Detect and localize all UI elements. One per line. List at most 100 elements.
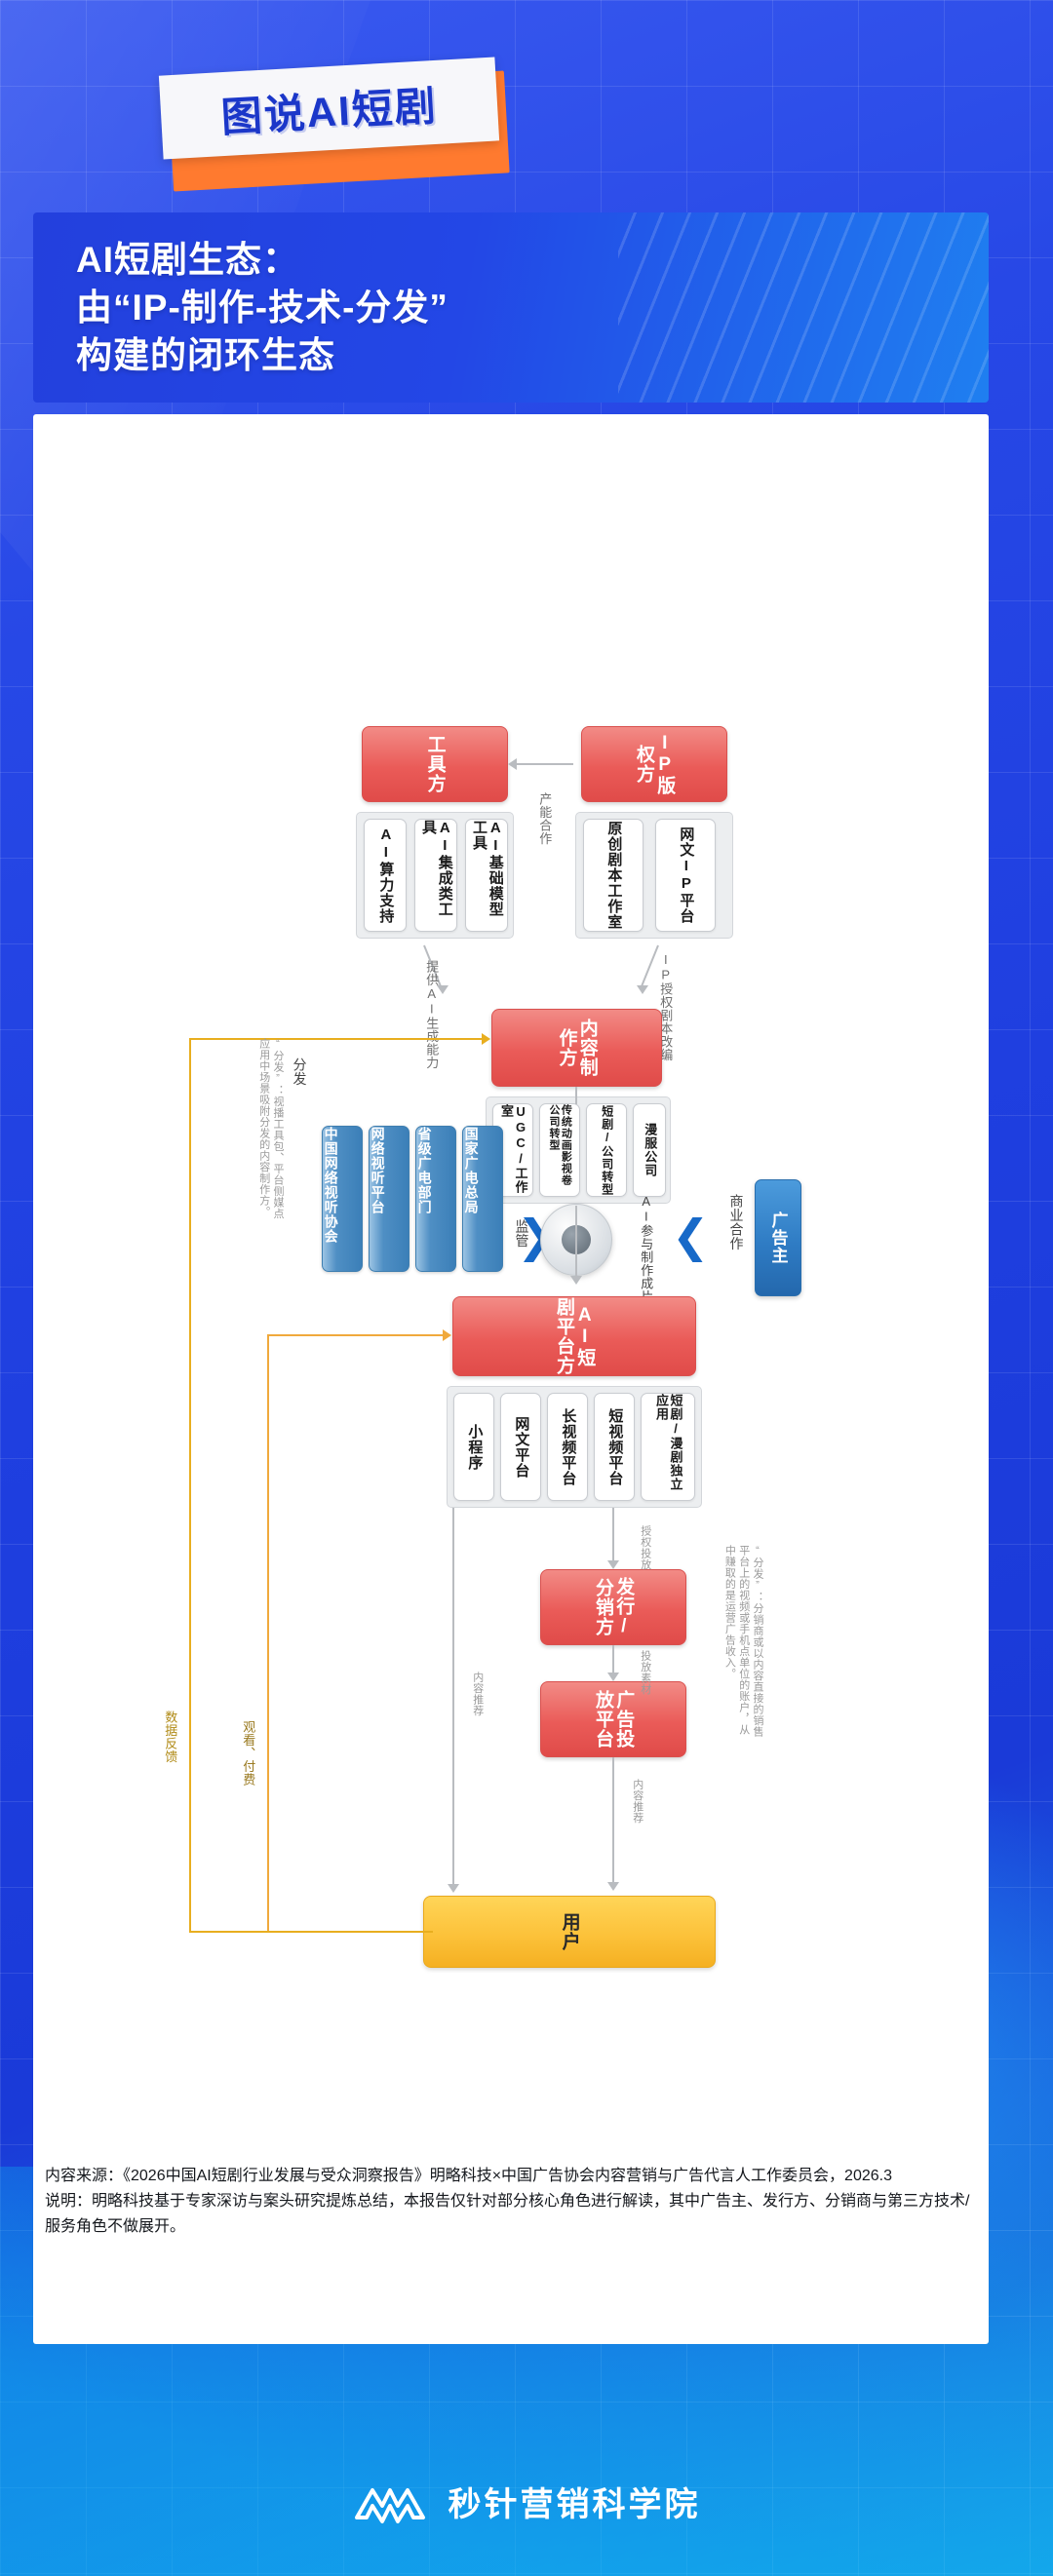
chip-short-video-platform[interactable]: 短视频平台 bbox=[594, 1393, 635, 1501]
edge-platform-to-distributor bbox=[612, 1508, 614, 1562]
node-advertiser[interactable]: 广告主 bbox=[755, 1179, 801, 1296]
edge-data-feedback-to-content bbox=[189, 1038, 488, 1040]
node-regulator-cnsa-label: 中国网络视听协会 bbox=[323, 1127, 339, 1244]
heading-streak-decor bbox=[618, 212, 989, 403]
edge-user-feedback-arrow bbox=[443, 1329, 451, 1341]
note-left: “分发”：视播工具包、平台侧媒点应用中场景吸附分发的内容制作方。 bbox=[257, 1038, 284, 1219]
edge-adplatform-to-user bbox=[612, 1757, 614, 1886]
edge-data-feedback-v bbox=[189, 1038, 191, 1933]
chip-webnovel-platform[interactable]: 网文平台 bbox=[500, 1393, 541, 1501]
edge-ip-to-content-arrow bbox=[637, 985, 648, 994]
node-user-label: 用户 bbox=[559, 1912, 580, 1951]
chip-shortplay-manga-app-label: 短剧/漫剧独立应用 bbox=[654, 1394, 683, 1491]
node-distributor-label: 发行/分销方 bbox=[593, 1577, 635, 1637]
edge-label-regulation: 监管 bbox=[514, 1219, 530, 1248]
node-regulator-online-av-platform[interactable]: 网络视听平台 bbox=[369, 1126, 410, 1272]
chip-traditional-media-transform-label: 传统动画影视卷公司转型 bbox=[548, 1104, 572, 1186]
chip-manga-company[interactable]: 漫服公司 bbox=[633, 1103, 666, 1197]
node-ai-shortplay-platform-label: AI短剧平台方 bbox=[554, 1297, 596, 1375]
node-regulator-online-av-platform-label: 网络视听平台 bbox=[370, 1127, 386, 1214]
chip-miniprogram[interactable]: 小程序 bbox=[453, 1393, 494, 1501]
edge-ip-to-content bbox=[640, 944, 659, 989]
edge-data-feedback-arrow bbox=[482, 1033, 490, 1045]
node-advertiser-label: 广告主 bbox=[768, 1211, 788, 1264]
chip-shortplay-company-transform-label: 短剧/公司转型 bbox=[600, 1104, 614, 1196]
note-right: “分发”：分销商或以内容直接的销售平台上的视频或手机点单位的账户，从中赚取的是运… bbox=[723, 1545, 763, 1738]
chevron-left-icon: ❮ bbox=[672, 1211, 710, 1261]
node-distributor[interactable]: 发行/分销方 bbox=[540, 1569, 686, 1645]
heading-panel: AI短剧生态： 由“IP-制作-技术-分发” 构建的闭环生态 bbox=[33, 212, 989, 403]
node-ai-shortplay-platform[interactable]: AI短剧平台方 bbox=[452, 1296, 696, 1376]
edge-label-watch-pay: 观看、付费 bbox=[241, 1720, 256, 1787]
ecosystem-flowchart: 工具方 IP版权方 产能合作 AI算力支持 AI集成类工具 AI基础模型工具 原… bbox=[33, 414, 989, 2188]
node-tool-party[interactable]: 工具方 bbox=[362, 726, 508, 802]
node-regulator-provincial-bureau-label: 省级广电部门 bbox=[416, 1127, 433, 1214]
title-banner: 图说AI短剧 bbox=[158, 57, 510, 192]
edge-distributor-to-adplatform bbox=[612, 1645, 614, 1674]
brand-footer: 秒针营销科学院 bbox=[0, 2477, 1053, 2525]
chip-original-script-studio-label: 原创剧本工作室 bbox=[605, 821, 623, 930]
heading-text-block: AI短剧生态： 由“IP-制作-技术-分发” 构建的闭环生态 bbox=[76, 236, 989, 380]
banner-title-text: 图说AI短剧 bbox=[219, 82, 439, 140]
edge-platform-to-user bbox=[452, 1508, 454, 1888]
edge-label-commercial: 商业合作 bbox=[728, 1194, 745, 1250]
edge-label-ai-production: AI参与制作成片 bbox=[639, 1194, 654, 1303]
chip-shortplay-manga-app[interactable]: 短剧/漫剧独立应用 bbox=[641, 1393, 695, 1501]
chip-traditional-media-transform[interactable]: 传统动画影视卷公司转型 bbox=[539, 1103, 580, 1197]
edge-user-feedback-to-platform bbox=[267, 1334, 448, 1336]
chip-ugc-studio-label: UGC/工作室 bbox=[499, 1104, 528, 1194]
edge-platform-to-distributor-arrow bbox=[607, 1560, 619, 1569]
chip-long-video-platform[interactable]: 长视频平台 bbox=[547, 1393, 588, 1501]
node-ad-platform-label: 广告投放平台 bbox=[593, 1690, 635, 1749]
chip-webnovel-ip-platform-label: 网文IP平台 bbox=[678, 827, 695, 924]
edge-label-tool-to-ip: 产能合作 bbox=[537, 792, 553, 845]
edge-label-segment: 分发 bbox=[292, 1057, 308, 1086]
heading-line-1: AI短剧生态： bbox=[76, 240, 299, 280]
edge-content-to-platform bbox=[575, 1206, 577, 1280]
chip-ai-compute[interactable]: AI算力支持 bbox=[364, 819, 407, 932]
edge-tool-to-ip bbox=[513, 763, 573, 765]
footnote-block: 内容来源：《2026中国AI短剧行业发展与受众洞察报告》明略科技×中国广告协会内… bbox=[33, 2164, 989, 2240]
chip-shortplay-company-transform[interactable]: 短剧/公司转型 bbox=[586, 1103, 627, 1197]
brand-name-text: 秒针营销科学院 bbox=[448, 2485, 701, 2523]
footnote-note: 说明：明略科技基于专家深访与案头研究提炼总结，本报告仅针对部分核心角色进行解读，… bbox=[45, 2192, 970, 2235]
diagram-card: 工具方 IP版权方 产能合作 AI算力支持 AI集成类工具 AI基础模型工具 原… bbox=[33, 414, 989, 2344]
node-user[interactable]: 用户 bbox=[423, 1896, 716, 1968]
edge-tool-to-content-arrow bbox=[437, 985, 448, 994]
chip-long-video-platform-label: 长视频平台 bbox=[560, 1407, 577, 1486]
node-regulator-provincial-bureau[interactable]: 省级广电部门 bbox=[415, 1126, 456, 1272]
node-regulator-cnsa[interactable]: 中国网络视听协会 bbox=[322, 1126, 363, 1272]
edge-adplatform-to-user-arrow bbox=[607, 1882, 619, 1891]
node-content-party-label: 内容制作方 bbox=[556, 1019, 598, 1077]
footnote-source: 内容来源：《2026中国AI短剧行业发展与受众洞察报告》明略科技×中国广告协会内… bbox=[45, 2168, 892, 2184]
edge-distributor-to-adplatform-arrow bbox=[607, 1672, 619, 1681]
edge-label-tool-to-content: 提供AI生成能力 bbox=[424, 960, 440, 1069]
edge-data-feedback-h bbox=[189, 1931, 433, 1933]
node-ad-platform[interactable]: 广告投放平台 bbox=[540, 1681, 686, 1757]
edge-content-to-children bbox=[575, 1087, 577, 1104]
chip-webnovel-ip-platform[interactable]: 网文IP平台 bbox=[655, 819, 716, 932]
node-tool-party-label: 工具方 bbox=[424, 735, 446, 793]
edge-platform-to-user-arrow bbox=[448, 1884, 459, 1893]
chip-short-video-platform-label: 短视频平台 bbox=[606, 1407, 624, 1486]
node-ip-party-label: IP版权方 bbox=[634, 733, 676, 795]
edge-label-ip-to-content: IP授权剧本改编 bbox=[658, 952, 674, 1061]
node-ip-party[interactable]: IP版权方 bbox=[581, 726, 727, 802]
edge-label-ad-note: 投放素材 bbox=[639, 1650, 651, 1695]
miaozhen-logo-icon bbox=[354, 2488, 425, 2523]
edge-user-feedback-v bbox=[267, 1334, 269, 1933]
edge-label-content-recommend: 内容推荐 bbox=[471, 1672, 484, 1716]
edge-label-data-feedback: 数据反馈 bbox=[163, 1711, 178, 1763]
chip-ai-integrated-tools[interactable]: AI集成类工具 bbox=[414, 819, 457, 932]
node-content-party[interactable]: 内容制作方 bbox=[491, 1009, 662, 1087]
chip-manga-company-label: 漫服公司 bbox=[643, 1123, 658, 1177]
node-regulator-nrta[interactable]: 国家广电总局 bbox=[462, 1126, 503, 1272]
node-regulator-nrta-label: 国家广电总局 bbox=[463, 1127, 480, 1214]
heading-line-2: 由“IP-制作-技术-分发” bbox=[76, 288, 448, 328]
chip-original-script-studio[interactable]: 原创剧本工作室 bbox=[583, 819, 644, 932]
chip-ai-base-model-tools[interactable]: AI基础模型工具 bbox=[465, 819, 508, 932]
chip-ai-compute-label: AI算力支持 bbox=[377, 827, 395, 924]
chip-ai-base-model-tools-label: AI基础模型工具 bbox=[471, 820, 504, 917]
heading-line-3: 构建的闭环生态 bbox=[76, 335, 335, 376]
chip-miniprogram-label: 小程序 bbox=[466, 1423, 484, 1471]
